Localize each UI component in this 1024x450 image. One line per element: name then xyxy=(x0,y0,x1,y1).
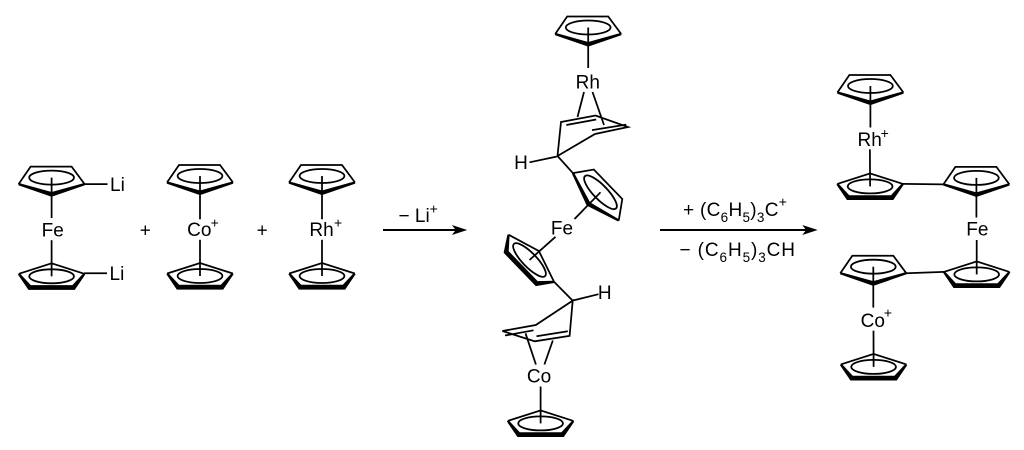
svg-text:Li: Li xyxy=(110,175,125,196)
svg-text:+: + xyxy=(257,221,268,242)
svg-text:− (C6H5)3CH: − (C6H5)3CH xyxy=(680,240,796,265)
svg-text:+: + xyxy=(881,125,889,141)
svg-text:+: + xyxy=(334,214,342,230)
svg-text:H: H xyxy=(514,153,528,174)
svg-text:Rh: Rh xyxy=(858,130,882,151)
svg-text:Fe: Fe xyxy=(42,220,64,241)
svg-text:Rh: Rh xyxy=(576,72,600,93)
svg-text:H: H xyxy=(598,283,612,304)
svg-text:Fe: Fe xyxy=(966,220,988,241)
svg-text:Li: Li xyxy=(110,264,125,285)
svg-text:Co: Co xyxy=(187,220,211,241)
svg-text:Fe: Fe xyxy=(551,218,573,239)
svg-text:+ (C6H5)3C+: + (C6H5)3C+ xyxy=(683,193,787,225)
svg-text:+: + xyxy=(884,305,892,321)
svg-text:Co: Co xyxy=(861,311,885,332)
svg-text:Co: Co xyxy=(527,366,551,387)
svg-text:+: + xyxy=(140,221,151,242)
svg-text:− Li+: − Li+ xyxy=(399,201,438,228)
svg-text:Rh: Rh xyxy=(309,220,333,241)
svg-text:+: + xyxy=(211,214,219,230)
